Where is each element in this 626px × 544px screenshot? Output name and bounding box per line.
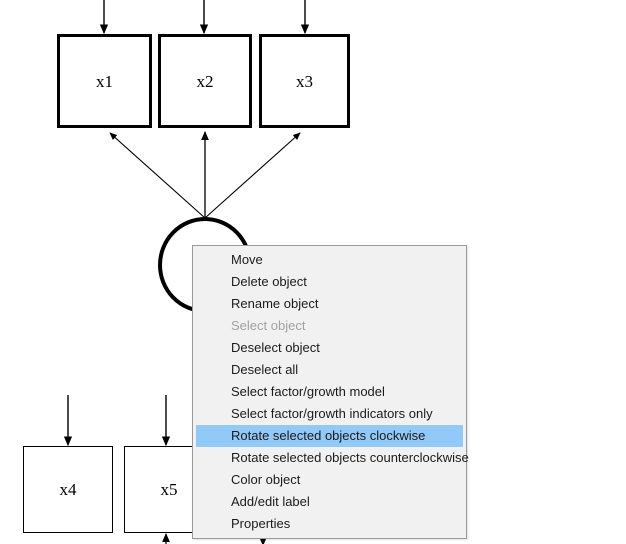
menu-item-rotate-selected-counterclockwise[interactable]: Rotate selected objects counterclockwise bbox=[231, 450, 469, 465]
menu-item-delete-object[interactable]: Delete object bbox=[231, 274, 307, 289]
object-context-menu[interactable]: Move Delete object Rename object Select … bbox=[192, 245, 469, 539]
node-box-x2[interactable]: x2 bbox=[158, 34, 252, 128]
menu-item-select-factor-growth-model[interactable]: Select factor/growth model bbox=[231, 384, 385, 399]
node-label-x2: x2 bbox=[196, 71, 214, 91]
node-box-x4[interactable]: x4 bbox=[23, 446, 113, 533]
menu-item-deselect-object[interactable]: Deselect object bbox=[231, 340, 320, 355]
node-label-x5: x5 bbox=[160, 480, 178, 499]
loading-arrow-x3[interactable] bbox=[204, 132, 301, 219]
menu-item-move[interactable]: Move bbox=[231, 252, 263, 267]
menu-item-select-object: Select object bbox=[231, 318, 306, 333]
menu-item-properties[interactable]: Properties bbox=[231, 516, 291, 531]
menu-item-rotate-selected-clockwise[interactable]: Rotate selected objects clockwise bbox=[196, 425, 463, 447]
menu-item-add-edit-label[interactable]: Add/edit label bbox=[231, 494, 310, 509]
node-label-x4: x4 bbox=[59, 480, 77, 499]
loading-arrow-x1[interactable] bbox=[109, 132, 206, 219]
menu-item-rename-object[interactable]: Rename object bbox=[231, 296, 319, 311]
node-box-x1[interactable]: x1 bbox=[57, 34, 152, 128]
node-box-x3[interactable]: x3 bbox=[259, 34, 350, 128]
menu-item-deselect-all[interactable]: Deselect all bbox=[231, 362, 299, 377]
node-label-x3: x3 bbox=[296, 71, 313, 91]
menu-item-color-object[interactable]: Color object bbox=[231, 472, 301, 487]
node-label-x1: x1 bbox=[96, 71, 113, 91]
menu-item-select-factor-growth-indicators-only[interactable]: Select factor/growth indicators only bbox=[231, 406, 433, 421]
